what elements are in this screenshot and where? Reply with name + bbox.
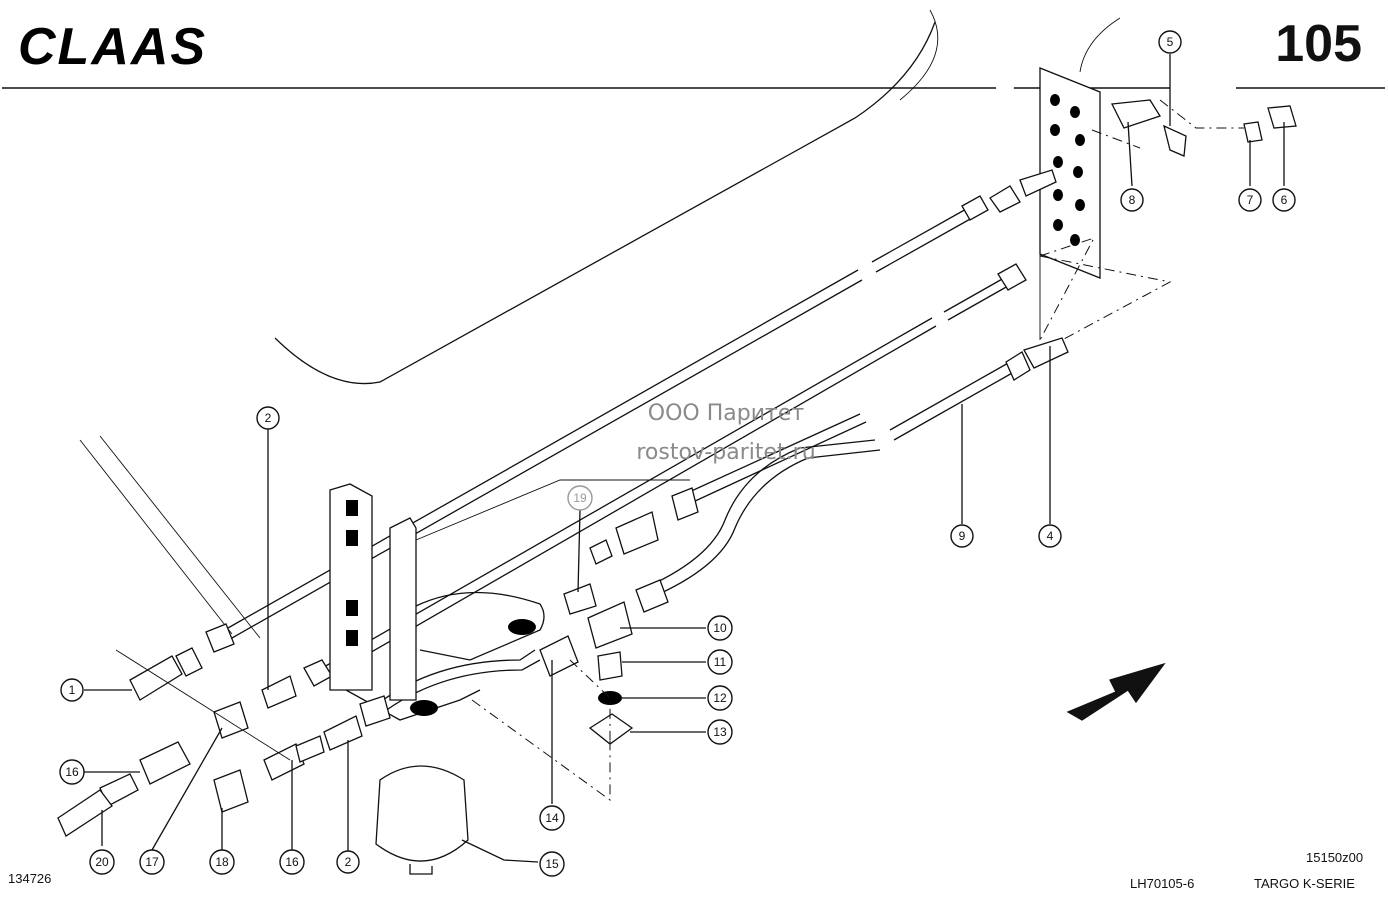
svg-text:18: 18: [215, 855, 229, 869]
svg-text:10: 10: [713, 621, 727, 635]
callout-17: 17: [139, 849, 165, 875]
body-outline: [274, 21, 936, 385]
svg-text:9: 9: [959, 529, 966, 543]
series-label: TARGO K-SERIE: [1254, 876, 1355, 891]
body-curve: [899, 9, 939, 101]
drawing-code: LH70105-6: [1130, 876, 1195, 891]
bent-pipe: [369, 337, 1069, 719]
long-pipe-upper: [415, 413, 867, 541]
frame-curve: [1079, 17, 1121, 73]
svg-text:12: 12: [713, 691, 727, 705]
callout-5: 5: [1158, 30, 1182, 54]
callout-4: 4: [1038, 524, 1062, 548]
callout-15: 15: [539, 851, 565, 877]
svg-text:19: 19: [573, 491, 587, 505]
callout-8: 8: [1120, 188, 1144, 212]
accumulator-bracket: [345, 591, 545, 721]
fittings-top-right: [1110, 99, 1297, 157]
callout-1: 1: [60, 678, 84, 702]
page-number: 105: [1275, 15, 1362, 73]
svg-text:16: 16: [65, 765, 79, 779]
callout-14: 14: [539, 805, 565, 831]
callout-16-left: 16: [59, 759, 85, 785]
callout-18: 18: [209, 849, 235, 875]
svg-text:20: 20: [95, 855, 109, 869]
callout-11: 11: [707, 649, 733, 675]
svg-text:11: 11: [714, 655, 727, 669]
frame-line-left-2: [99, 435, 261, 639]
svg-text:CLAAS: CLAAS: [18, 18, 207, 72]
svg-text:5: 5: [1167, 35, 1174, 49]
callout-19: 19: [567, 485, 593, 511]
svg-text:6: 6: [1281, 193, 1288, 207]
svg-text:15: 15: [545, 857, 559, 871]
svg-text:1: 1: [69, 683, 76, 697]
callout-16-bottom: 16: [279, 849, 305, 875]
svg-text:8: 8: [1129, 193, 1136, 207]
svg-text:2: 2: [345, 855, 352, 869]
slot-left: [293, 433, 337, 495]
svg-text:7: 7: [1247, 193, 1254, 207]
svg-text:4: 4: [1047, 529, 1054, 543]
svg-text:17: 17: [145, 855, 159, 869]
center-lines: [471, 99, 1244, 801]
svg-text:14: 14: [545, 811, 559, 825]
callout-10: 10: [707, 615, 733, 641]
watermark-company: ООО Паритет: [647, 401, 805, 426]
sheet-code: 15150z00: [1306, 850, 1364, 865]
vertical-bracket: [329, 483, 417, 701]
callout-9: 9: [950, 524, 974, 548]
callout-13: 13: [707, 719, 733, 745]
claas-logo: CLAAS: [18, 18, 207, 72]
direction-arrow: [1066, 662, 1166, 721]
fittings-left: [57, 647, 391, 837]
image-id: 134726: [8, 871, 52, 886]
frame-line-left: [79, 439, 233, 635]
middle-pipe: [205, 263, 1027, 687]
callout-6: 6: [1272, 188, 1296, 212]
plate-holes: [1050, 94, 1085, 246]
callout-12: 12: [707, 685, 733, 711]
svg-text:16: 16: [285, 855, 299, 869]
callout-leaders: [84, 54, 1285, 863]
hydraulic-assembly-drawing: [57, 9, 1297, 875]
fittings-center: [539, 511, 659, 745]
callout-2-upper: 2: [256, 406, 280, 430]
watermark-url: rostov-paritet.ru: [636, 440, 816, 465]
callout-2-lower: 2: [336, 850, 360, 874]
pressure-accumulator: [375, 738, 469, 875]
svg-text:13: 13: [713, 725, 727, 739]
callout-20: 20: [89, 849, 115, 875]
slot-top: [996, 36, 1014, 96]
svg-text:2: 2: [265, 411, 272, 425]
callout-7: 7: [1238, 188, 1262, 212]
